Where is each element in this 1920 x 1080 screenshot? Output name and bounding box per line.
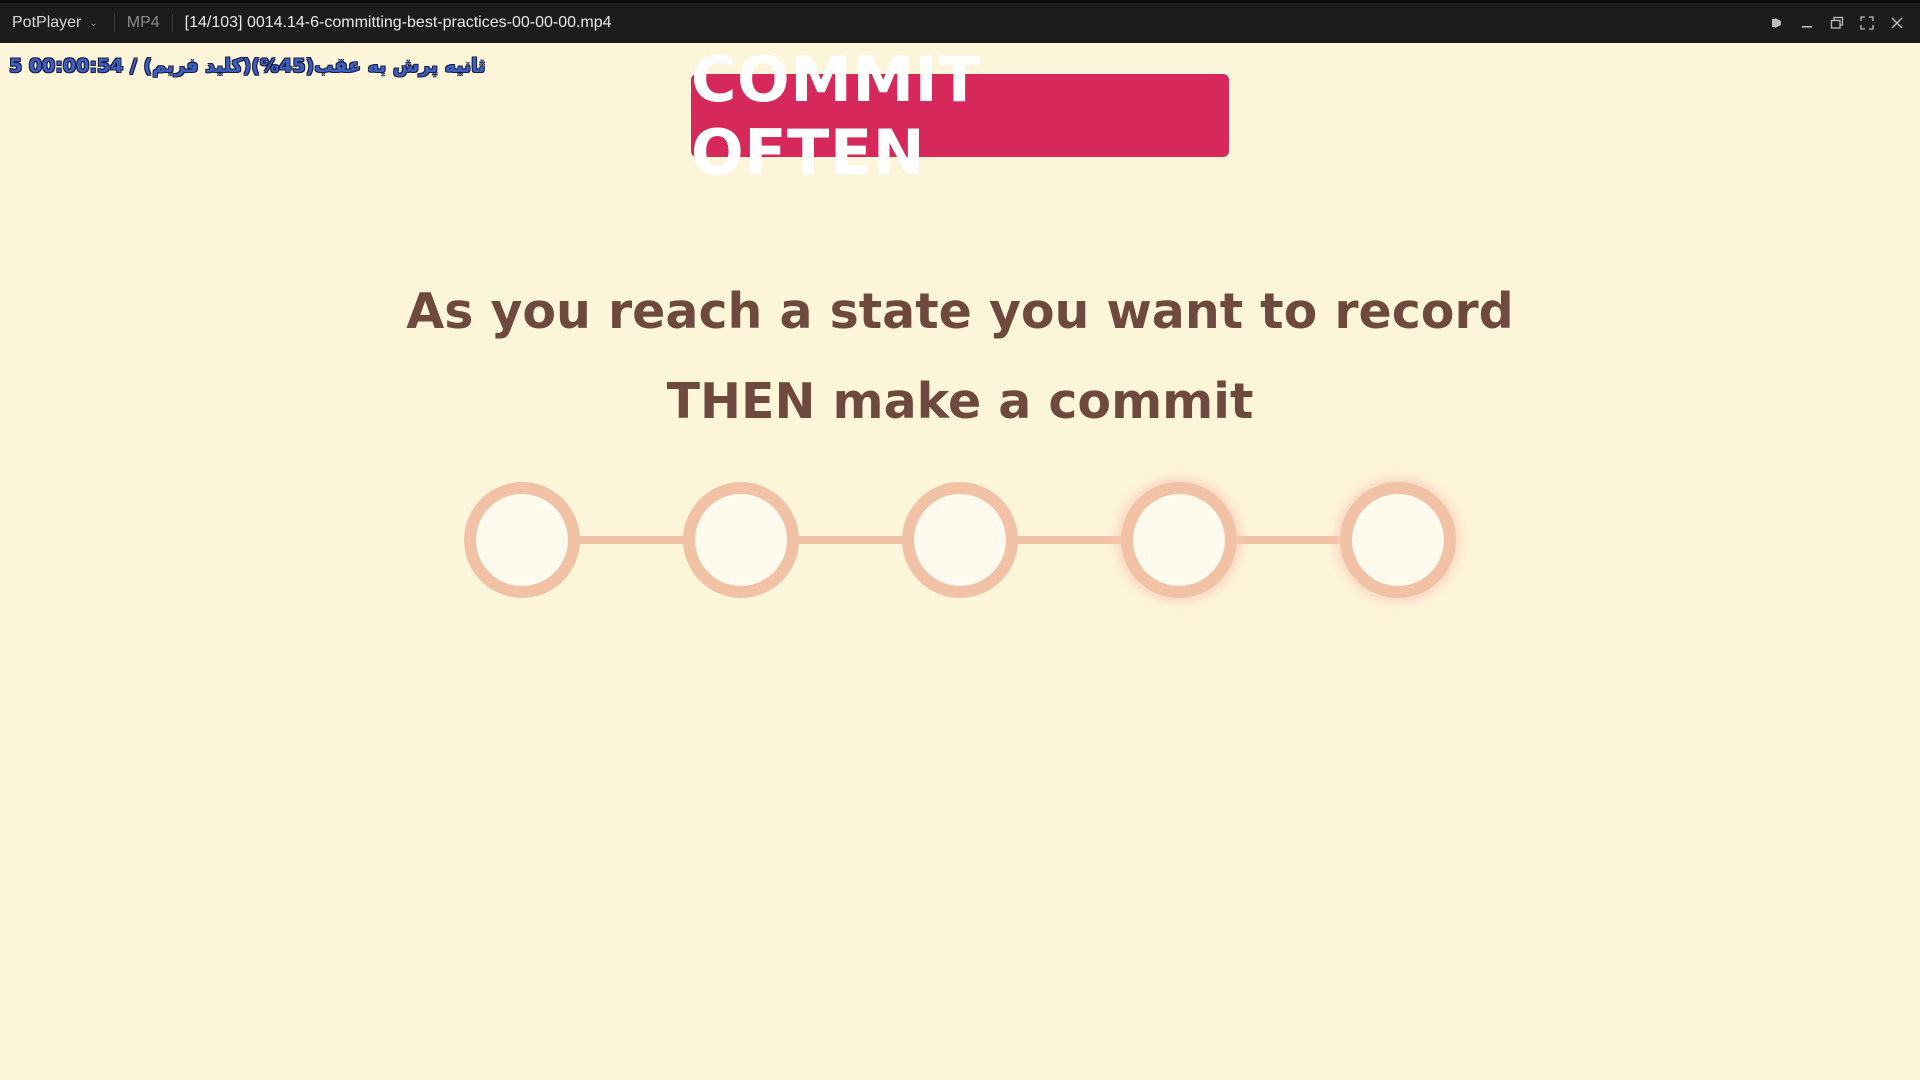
app-menu-button[interactable]: PotPlayer ⌄ (0, 3, 108, 43)
commit-node-glow (1118, 479, 1240, 601)
osd-seek-message: 5 00:00:54 / (کلید فریم)ثانیه پرش به عقب… (9, 55, 486, 77)
divider (113, 14, 115, 32)
commit-node (902, 482, 1018, 598)
restore-icon[interactable] (1822, 8, 1852, 38)
commit-node-glow (1337, 479, 1459, 601)
slide-heading: COMMIT OFTEN (691, 42, 981, 189)
video-area[interactable]: 5 00:00:54 / (کلید فریم)ثانیه پرش به عقب… (0, 43, 1920, 1080)
fullscreen-icon[interactable] (1852, 8, 1882, 38)
format-label: MP4 (126, 14, 160, 31)
heading-banner: COMMIT OFTEN (691, 43, 1229, 189)
pin-icon[interactable] (1762, 8, 1792, 38)
close-icon[interactable] (1882, 8, 1912, 38)
commit-node (1121, 482, 1237, 598)
file-title: [14/103] 0014.14-6-committing-best-pract… (184, 14, 612, 31)
chevron-down-icon: ⌄ (89, 17, 98, 29)
slide-line-2: THEN make a commit (666, 373, 1254, 430)
divider (171, 14, 173, 32)
commit-node (464, 482, 580, 598)
commit-node (1340, 482, 1456, 598)
window-controls (1762, 3, 1920, 43)
minimize-icon[interactable] (1792, 8, 1822, 38)
app-name: PotPlayer (12, 14, 82, 31)
slide-line-1: As you reach a state you want to record (406, 283, 1514, 340)
commit-timeline (464, 479, 1459, 601)
title-bar: PotPlayer ⌄ MP4 [14/103] 0014.14-6-commi… (0, 0, 1920, 43)
commit-node (683, 482, 799, 598)
